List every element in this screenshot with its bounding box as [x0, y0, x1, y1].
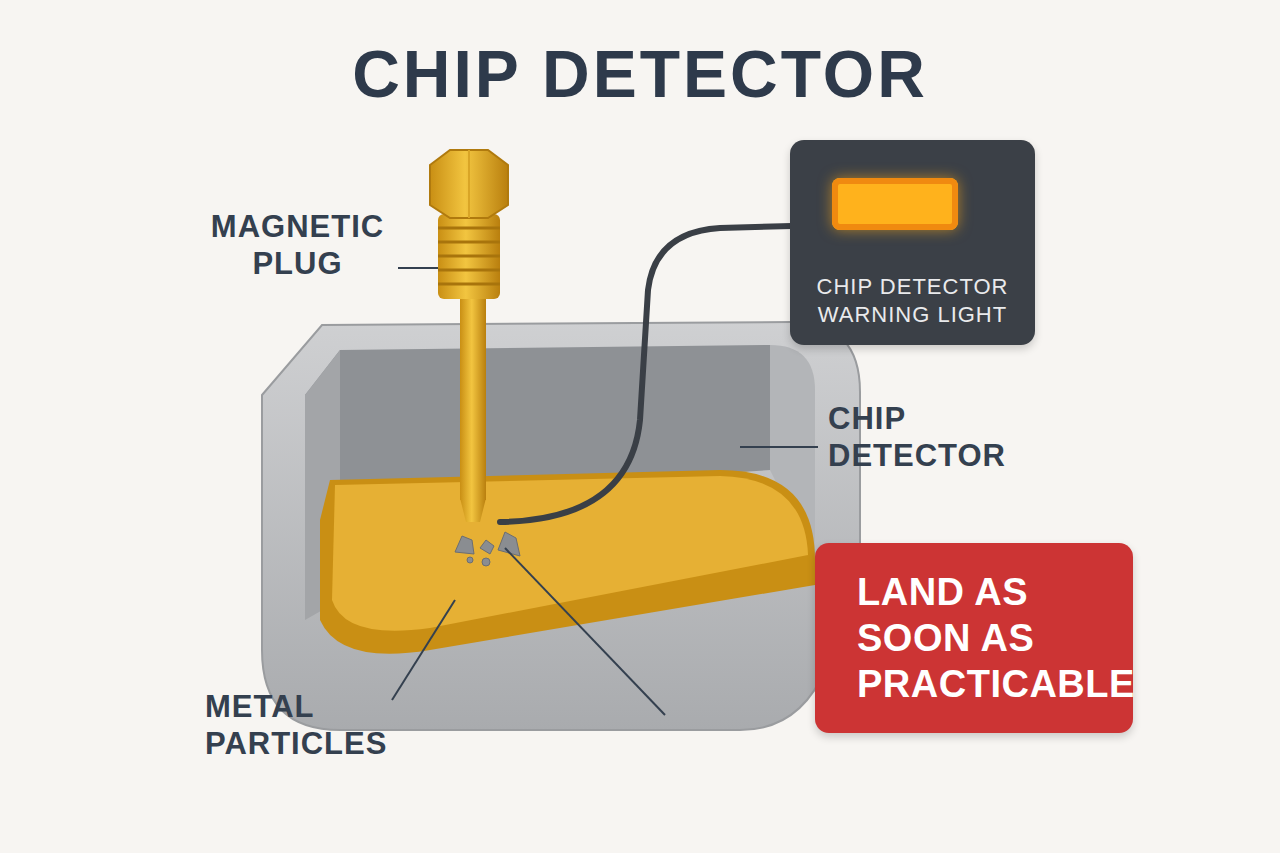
oil-surface	[332, 476, 808, 631]
plug-shank	[460, 295, 486, 500]
leader-lines	[392, 268, 818, 715]
plug-thread	[438, 214, 500, 299]
oil	[320, 470, 815, 654]
action-box: LAND AS SOON AS PRACTICABLE	[815, 543, 1133, 733]
part-label: METAL PARTICLES	[205, 688, 425, 762]
part-label: CHIP DETECTOR	[828, 400, 1068, 474]
thread-lines	[438, 228, 500, 284]
warning-light-panel: CHIP DETECTOR WARNING LIGHT	[790, 140, 1035, 345]
wire	[500, 226, 792, 522]
node-text: CHIP DETECTOR WARNING LIGHT	[804, 273, 1021, 329]
metal-particles	[455, 532, 520, 566]
housing	[262, 322, 860, 730]
hex-edge	[468, 150, 470, 218]
part-label: MAGNETIC PLUG	[195, 208, 400, 282]
plug-hex-head	[430, 150, 508, 218]
warning-lamp	[832, 178, 958, 230]
plug-tip	[460, 498, 486, 522]
diagram-title: CHIP DETECTOR	[0, 36, 1280, 112]
node-text: LAND AS SOON AS PRACTICABLE	[857, 569, 1113, 707]
